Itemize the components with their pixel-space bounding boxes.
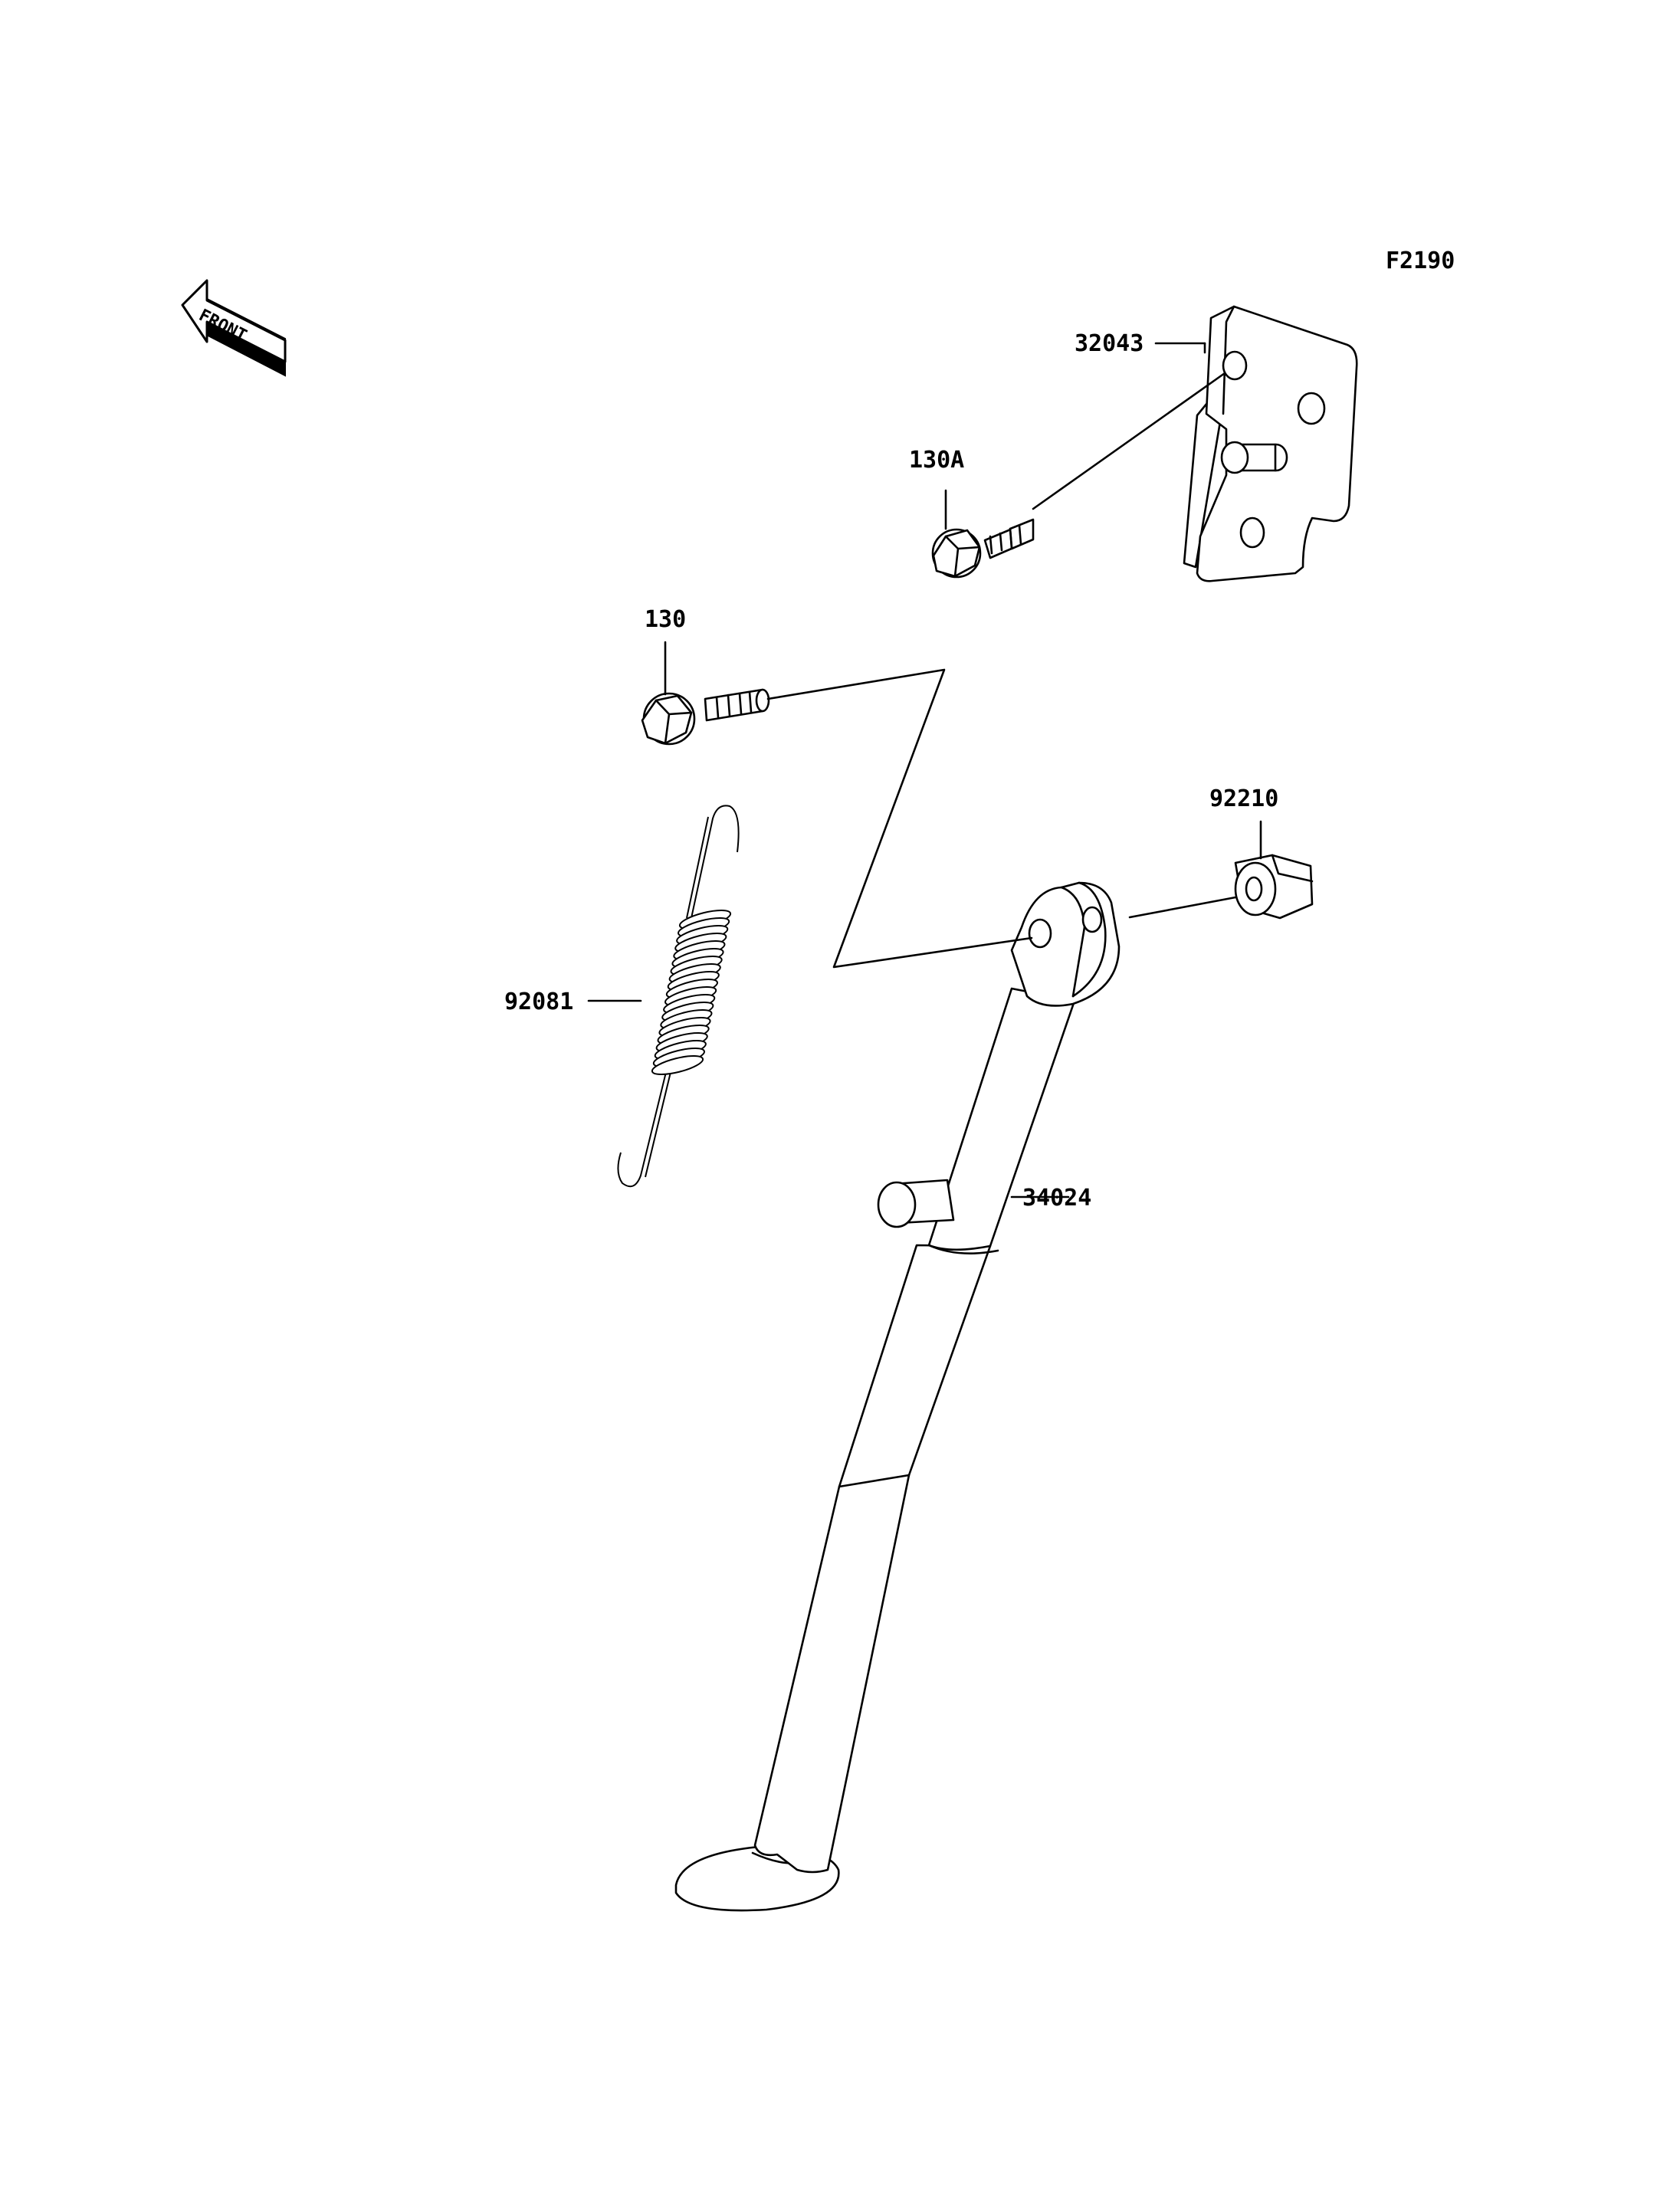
side-stand-34024	[674, 881, 1121, 1912]
part-label-32043: 32043	[1075, 330, 1144, 357]
spring-coil	[651, 1055, 704, 1075]
nut-92210	[1234, 854, 1314, 920]
spring-92081	[617, 805, 740, 1188]
figure-code: F2190	[1386, 248, 1455, 274]
part-label-130a: 130A	[909, 447, 964, 474]
part-label-92081: 92081	[504, 989, 573, 1015]
part-label-34024: 34024	[1022, 1185, 1091, 1212]
bolt-130	[641, 688, 770, 746]
front-arrow-icon: FRONT	[181, 279, 287, 377]
part-label-130: 130	[645, 606, 686, 633]
bolt-130a	[931, 518, 1035, 579]
part-label-92210: 92210	[1209, 785, 1278, 812]
bracket-32043	[1183, 305, 1358, 582]
part-labels: 32043 130A 130 92210 92081 34024	[504, 330, 1278, 1212]
leader-lines	[587, 342, 1262, 1199]
assembly-lines	[766, 372, 1237, 969]
